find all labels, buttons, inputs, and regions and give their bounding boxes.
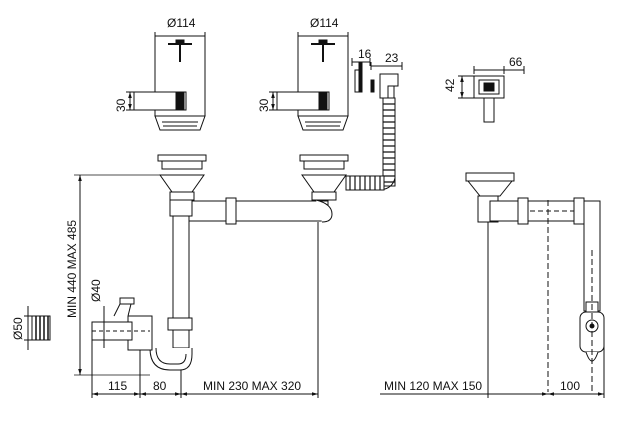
label-d42: 42 [443,78,457,92]
label-side-range: MIN 120 MAX 150 [384,379,482,393]
label-width-range: MIN 230 MAX 320 [203,379,301,393]
label-d16: 16 [358,47,372,61]
label-height-range: MIN 440 MAX 485 [65,220,79,318]
label-w115: 115 [108,379,127,393]
dimension-lines [74,174,605,398]
label-w80: 80 [153,379,167,393]
label-d66: 66 [509,55,523,69]
main-siphon [24,154,349,371]
label-d40: Ø40 [89,279,103,302]
label-h30-right: 30 [257,98,271,112]
overflow-head [458,66,525,123]
label-d114-right: Ø114 [310,16,339,30]
label-w100: 100 [560,379,580,393]
label-d23: 23 [385,51,399,65]
overflow-parts [351,58,403,99]
label-h30-left: 30 [114,98,128,112]
label-d50: Ø50 [11,317,25,340]
overflow-hose [345,86,396,191]
strainer-left-top [126,32,206,131]
label-d114-left: Ø114 [167,16,196,30]
strainer-right-top [269,32,349,131]
side-view-siphon [465,172,605,392]
